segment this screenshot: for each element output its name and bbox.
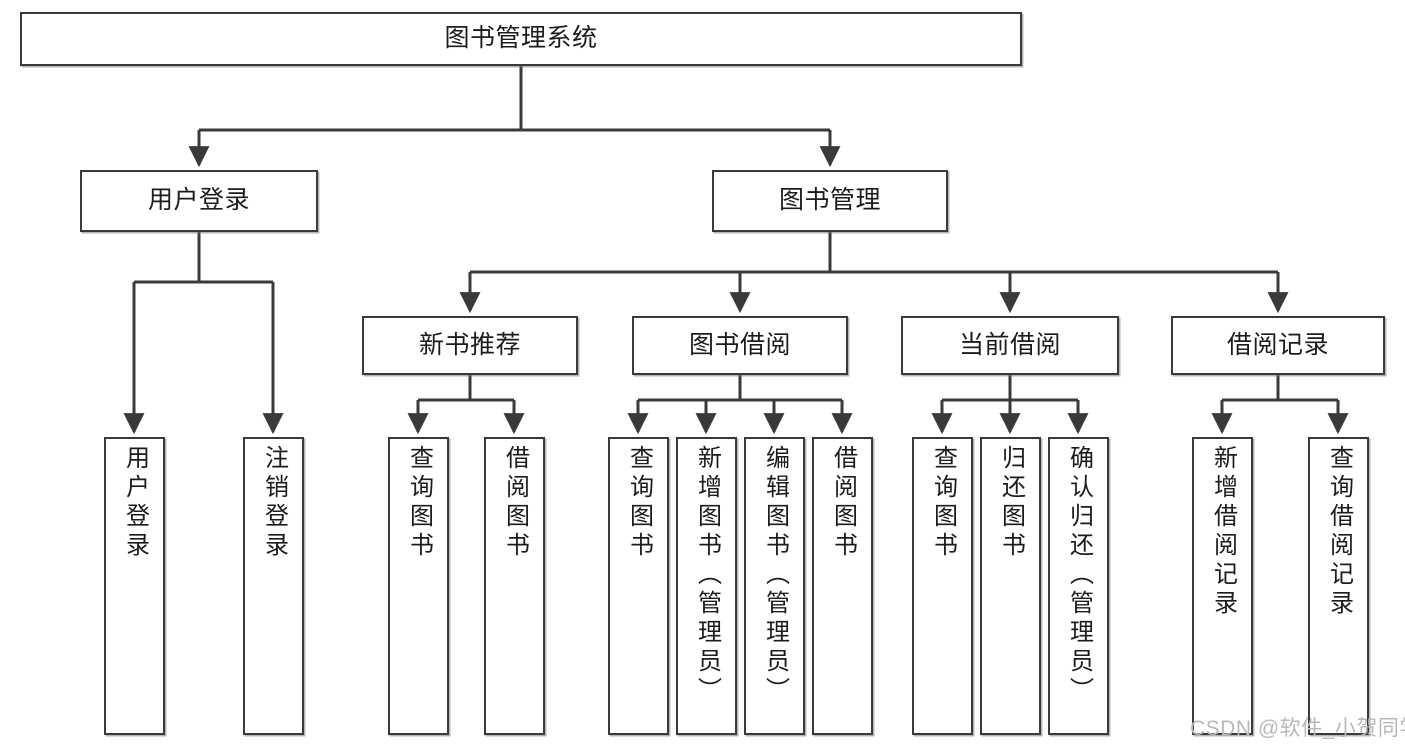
- node-book-borrow[interactable]: 图书借阅: [632, 316, 848, 375]
- csdn-watermark: CSDN @软件_小贺同学: [1190, 717, 1405, 740]
- node-leaf-logout[interactable]: 注销登录: [243, 437, 304, 735]
- node-leaf-add-record-label: 新增借阅记录: [1209, 445, 1237, 619]
- node-leaf-borrow-book-1-label: 借阅图书: [501, 445, 529, 561]
- node-leaf-borrow-book-1[interactable]: 借阅图书: [484, 437, 545, 735]
- node-leaf-edit-book-label: 编辑图书（管理员）: [761, 445, 789, 706]
- node-leaf-query-book-2[interactable]: 查询图书: [608, 437, 669, 735]
- node-user-login-label: 用户登录: [147, 186, 250, 215]
- node-book-borrow-label: 图书借阅: [688, 330, 791, 359]
- node-leaf-logout-label: 注销登录: [260, 445, 288, 561]
- node-root[interactable]: 图书管理系统: [20, 12, 1022, 66]
- node-new-book-recommend[interactable]: 新书推荐: [362, 316, 578, 375]
- node-leaf-add-record[interactable]: 新增借阅记录: [1192, 437, 1253, 735]
- node-current-borrow-label: 当前借阅: [958, 330, 1061, 359]
- node-leaf-edit-book[interactable]: 编辑图书（管理员）: [744, 437, 805, 735]
- node-leaf-query-book-1-label: 查询图书: [405, 445, 433, 561]
- node-leaf-query-book-3-label: 查询图书: [929, 445, 957, 561]
- node-leaf-query-book-1[interactable]: 查询图书: [388, 437, 449, 735]
- node-new-book-recommend-label: 新书推荐: [418, 330, 521, 359]
- node-leaf-user-login-label: 用户登录: [121, 445, 149, 561]
- node-root-label: 图书管理系统: [444, 24, 598, 53]
- node-leaf-query-record[interactable]: 查询借阅记录: [1308, 437, 1369, 735]
- node-leaf-query-book-2-label: 查询图书: [625, 445, 653, 561]
- node-current-borrow[interactable]: 当前借阅: [901, 316, 1119, 375]
- node-leaf-user-login[interactable]: 用户登录: [104, 437, 165, 735]
- node-borrow-record[interactable]: 借阅记录: [1171, 316, 1385, 375]
- node-leaf-return-book-label: 归还图书: [997, 445, 1025, 561]
- node-book-manage[interactable]: 图书管理: [712, 170, 948, 232]
- node-book-manage-label: 图书管理: [778, 186, 881, 215]
- node-leaf-query-book-3[interactable]: 查询图书: [912, 437, 973, 735]
- node-leaf-confirm-return[interactable]: 确认归还（管理员）: [1048, 437, 1109, 735]
- node-leaf-confirm-return-label: 确认归还（管理员）: [1065, 445, 1093, 706]
- node-leaf-add-book-label: 新增图书（管理员）: [693, 445, 721, 706]
- node-leaf-return-book[interactable]: 归还图书: [980, 437, 1041, 735]
- node-leaf-borrow-book-2-label: 借阅图书: [829, 445, 857, 561]
- node-leaf-borrow-book-2[interactable]: 借阅图书: [812, 437, 873, 735]
- node-leaf-add-book[interactable]: 新增图书（管理员）: [676, 437, 737, 735]
- node-leaf-query-record-label: 查询借阅记录: [1325, 445, 1353, 619]
- node-borrow-record-label: 借阅记录: [1226, 330, 1329, 359]
- node-user-login[interactable]: 用户登录: [80, 170, 318, 232]
